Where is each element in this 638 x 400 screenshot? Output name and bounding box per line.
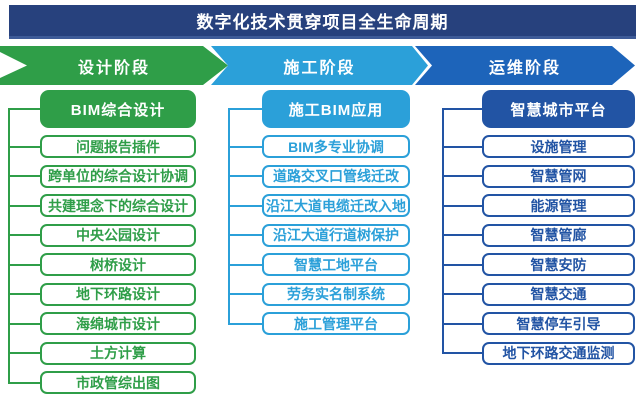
connector-line [442,204,482,207]
list-item: 施工管理平台 [228,312,410,335]
operation-node-list: 设施管理 智慧管网 能源管理 智慧管廊 [442,135,635,365]
node-box: 沿江大道行道树保护 [262,223,410,247]
node-box: 海绵城市设计 [40,312,196,335]
connector-line [8,145,40,148]
phase-arrow-design: 设计阶段 [0,46,228,85]
connector-line [442,263,482,266]
phase-label-operation: 运维阶段 [488,59,561,77]
construction-node-list: BIM多专业协调 道路交叉口管线迁改 沿江大道电缆迁改入地 沿江大道行道树保护 [228,135,410,335]
phase-arrow-construction: 施工阶段 [211,46,428,85]
node-box: 地下环路设计 [40,282,196,306]
list-item: 劳务实名制系统 [228,282,410,306]
connector-line [442,175,482,177]
list-item: BIM多专业协调 [228,135,410,158]
connector-line [228,234,262,236]
node-box: 道路交叉口管线迁改 [262,164,410,188]
connector-line [228,204,262,207]
list-item: 智慧交通 [442,282,635,306]
diagram-title: 数字化技术贯穿项目全生命周期 [196,13,449,32]
list-item: 地下环路设计 [8,282,196,306]
list-item: 树桥设计 [8,253,196,276]
phase-label-construction: 施工阶段 [283,59,356,77]
list-item: 智慧停车引导 [442,312,635,335]
node-box: 施工管理平台 [262,312,410,335]
connector-line [8,381,40,384]
list-item: 道路交叉口管线迁改 [228,164,410,188]
connector-line [442,145,482,148]
connector-line [442,108,482,110]
construction-phase-column: 施工BIM应用 BIM多专业协调 道路交叉口管线迁改 沿江大道电缆迁改入地 [228,90,410,335]
list-item: 智慧管网 [442,164,635,188]
node-box: 智慧管廊 [482,223,635,247]
connector-line [228,322,262,325]
node-box: 地下环路交通监测 [482,341,635,365]
construction-trunk-connector [228,109,230,324]
node-box: 中央公园设计 [40,223,196,247]
node-box: BIM多专业协调 [262,135,410,158]
connector-line [8,322,40,325]
connector-line [442,352,482,354]
node-box: 智慧安防 [482,253,635,276]
node-box: 智慧管网 [482,164,635,188]
list-item: 能源管理 [442,194,635,217]
connector-line [8,175,40,177]
node-box: 劳务实名制系统 [262,282,410,306]
connector-line [442,293,482,295]
connector-line [228,108,262,110]
list-item: 问题报告插件 [8,135,196,158]
connector-line [8,204,40,207]
connector-line [228,293,262,295]
node-box: 设施管理 [482,135,635,158]
design-node-list: 问题报告插件 跨单位的综合设计协调 共建理念下的综合设计 中央公园设计 [8,135,196,394]
connector-line [228,175,262,177]
operation-header-node: 智慧城市平台 [482,90,635,128]
operation-phase-column: 智慧城市平台 设施管理 智慧管网 能源管理 [442,90,635,365]
list-item: 设施管理 [442,135,635,158]
list-item: 沿江大道行道树保护 [228,223,410,247]
node-box: 智慧停车引导 [482,312,635,335]
node-box: 树桥设计 [40,253,196,276]
design-header-node: BIM综合设计 [40,90,196,128]
connector-line [8,263,40,266]
list-item: 土方计算 [8,341,196,365]
list-item: 智慧管廊 [442,223,635,247]
node-box: 市政管综出图 [40,371,196,394]
list-item: 地下环路交通监测 [442,341,635,365]
node-box: 智慧交通 [482,282,635,306]
design-trunk-connector [8,109,10,383]
node-box: 能源管理 [482,194,635,217]
connector-line [228,145,262,148]
list-item: 沿江大道电缆迁改入地 [228,194,410,217]
node-box: 沿江大道电缆迁改入地 [262,194,410,217]
list-item: 智慧工地平台 [228,253,410,276]
phase-arrow-operation: 运维阶段 [415,46,635,85]
node-box: 问题报告插件 [40,135,196,158]
connector-line [8,108,40,110]
phase-label-design: 设计阶段 [77,59,150,77]
construction-header-node: 施工BIM应用 [262,90,410,128]
connector-line [442,234,482,236]
connector-line [8,352,40,354]
list-item: 跨单位的综合设计协调 [8,164,196,188]
node-box: 共建理念下的综合设计 [40,194,196,217]
list-item: 市政管综出图 [8,371,196,394]
connector-line [8,234,40,236]
design-phase-column: BIM综合设计 问题报告插件 跨单位的综合设计协调 共建理念下的综合设计 [8,90,196,394]
node-box: 跨单位的综合设计协调 [40,164,196,188]
list-item: 海绵城市设计 [8,312,196,335]
list-item: 共建理念下的综合设计 [8,194,196,217]
node-box: 土方计算 [40,341,196,365]
diagram-title-banner: 数字化技术贯穿项目全生命周期 [9,5,636,39]
node-box: 智慧工地平台 [262,253,410,276]
list-item: 智慧安防 [442,253,635,276]
operation-trunk-connector [442,109,444,353]
connector-line [8,293,40,295]
connector-line [228,263,262,266]
list-item: 中央公园设计 [8,223,196,247]
connector-line [442,322,482,325]
